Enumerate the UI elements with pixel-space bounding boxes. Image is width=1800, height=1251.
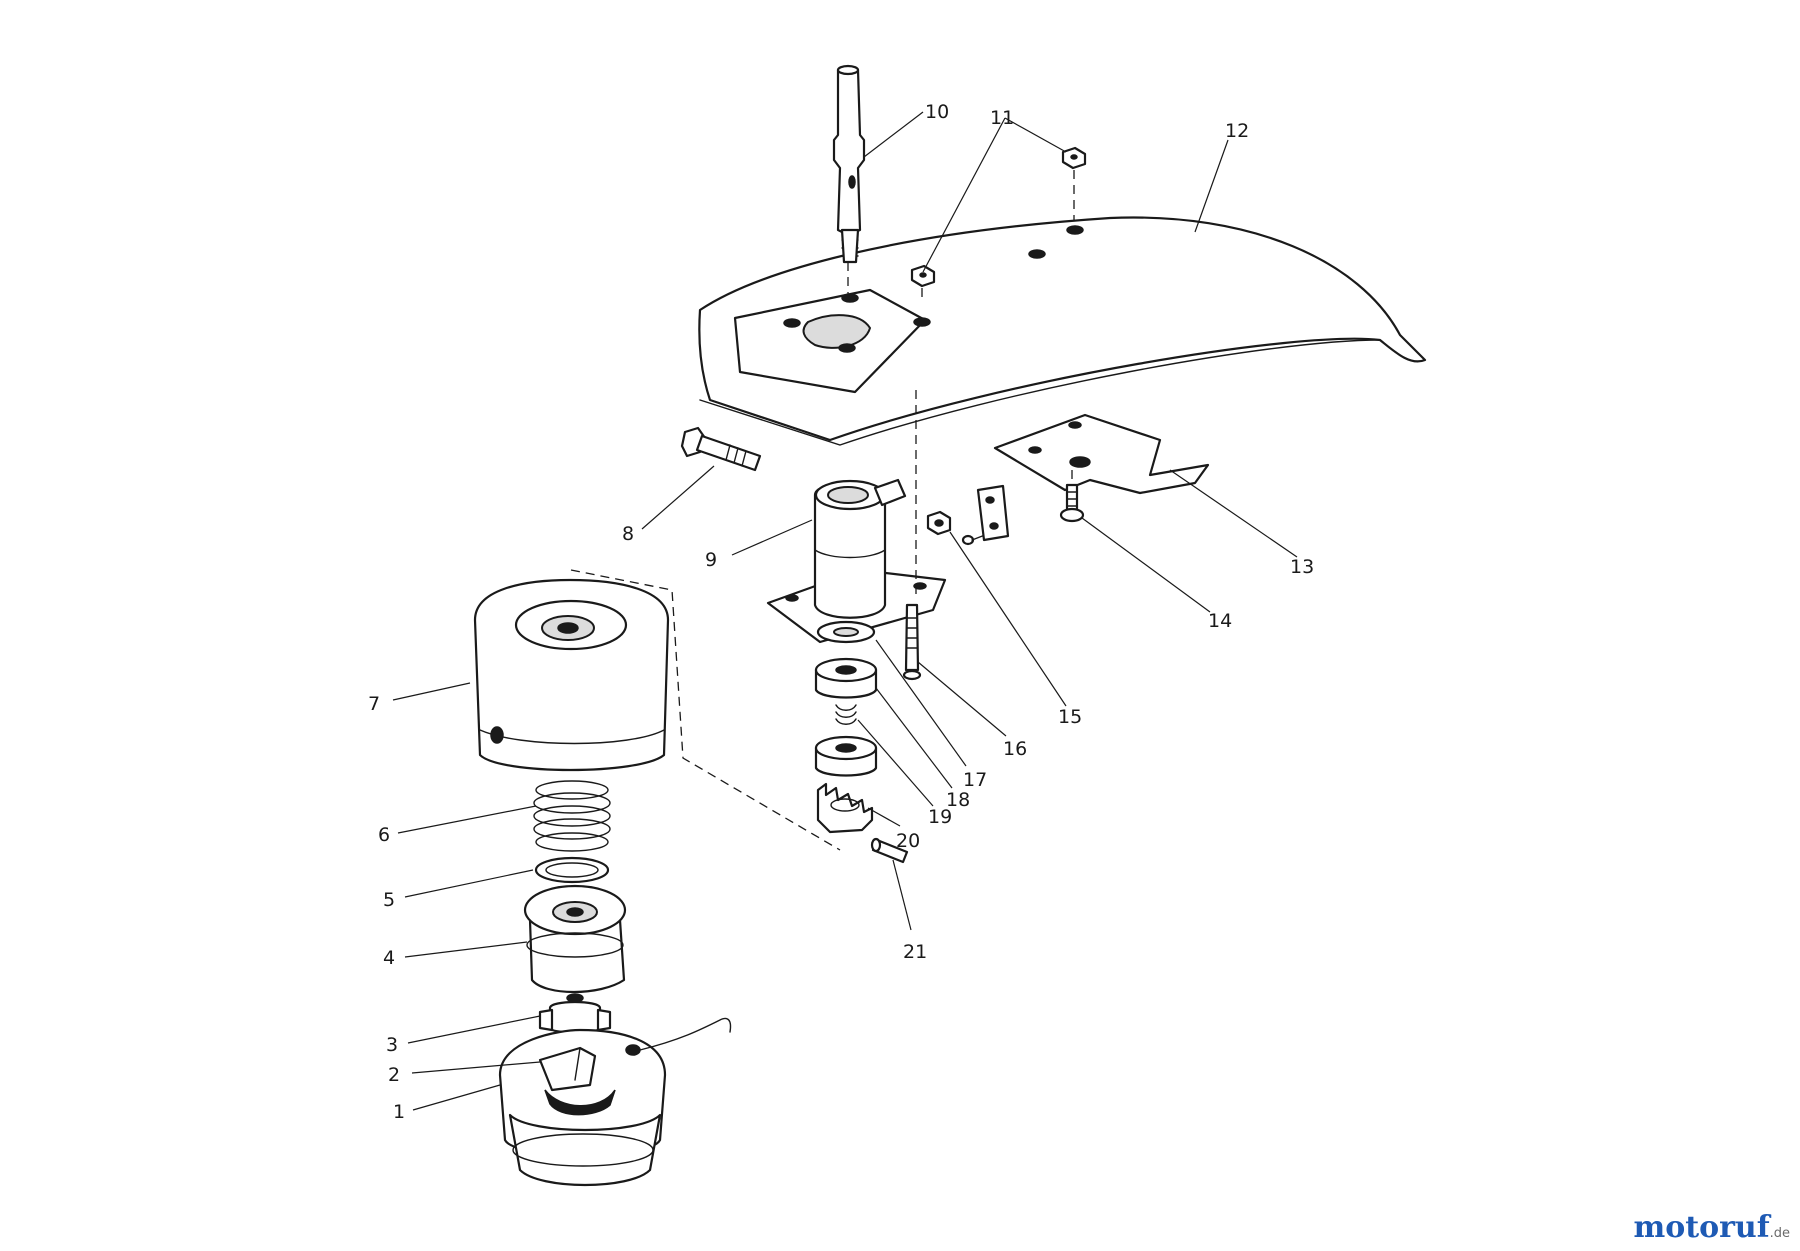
part-5-washer [534,856,610,884]
part-18-bearing-lower [814,735,878,777]
watermark-brand: motoruf [1633,1210,1770,1245]
part-8-bolt [680,426,762,472]
part-3-retainer [538,993,612,1034]
callout-19: 19 [928,806,952,828]
part-15-nut [926,510,952,536]
callout-21: 21 [903,941,927,963]
part-10-drive-shaft [832,64,866,264]
callout-3: 3 [386,1034,398,1056]
part-19-spacer [835,704,857,725]
callout-20: 20 [896,830,920,852]
callout-16: 16 [1003,738,1027,760]
callout-7: 7 [368,693,380,715]
callout-17: 17 [963,769,987,791]
part-1-spool [498,1017,732,1187]
callout-13: 13 [1290,556,1314,578]
part-13-bracket [993,413,1210,495]
callout-14: 14 [1208,610,1232,632]
part-17-washer [816,620,876,644]
callout-4: 4 [383,947,395,969]
callout-1: 1 [393,1101,405,1123]
leader-lines [392,111,1298,1111]
callout-8: 8 [622,523,634,545]
part-14-screw [1059,483,1085,523]
callout-12: 12 [1225,120,1249,142]
part-20-sprocket [816,782,874,834]
callout-10: 10 [925,101,949,123]
callout-15: 15 [1058,706,1082,728]
part-18-bearing-upper [814,657,878,699]
clamp-plate [976,484,1010,542]
callouts: 1 2 3 4 5 6 7 8 9 10 11 12 13 14 15 16 1… [368,101,1314,1123]
callout-18: 18 [946,789,970,811]
small-screw [961,534,986,546]
callout-11: 11 [990,107,1014,129]
part-2-line-guide [538,1046,597,1092]
alignment-lines [570,170,1075,851]
part-7-spool-cover [473,578,670,772]
callout-5: 5 [383,889,395,911]
part-16-long-screw [902,603,922,681]
callout-2: 2 [388,1064,400,1086]
part-21-pin [870,837,909,864]
callout-9: 9 [705,549,717,571]
part-9-housing [766,478,947,644]
part-4-hub [523,884,627,994]
part-11-nuts [910,146,1087,288]
part-12-deflector-shield [698,216,1427,446]
watermark-suffix: .de [1769,1226,1790,1241]
part-6-spring [533,780,611,852]
watermark-logo: motoruf.de [1633,1210,1790,1245]
callout-6: 6 [378,824,390,846]
